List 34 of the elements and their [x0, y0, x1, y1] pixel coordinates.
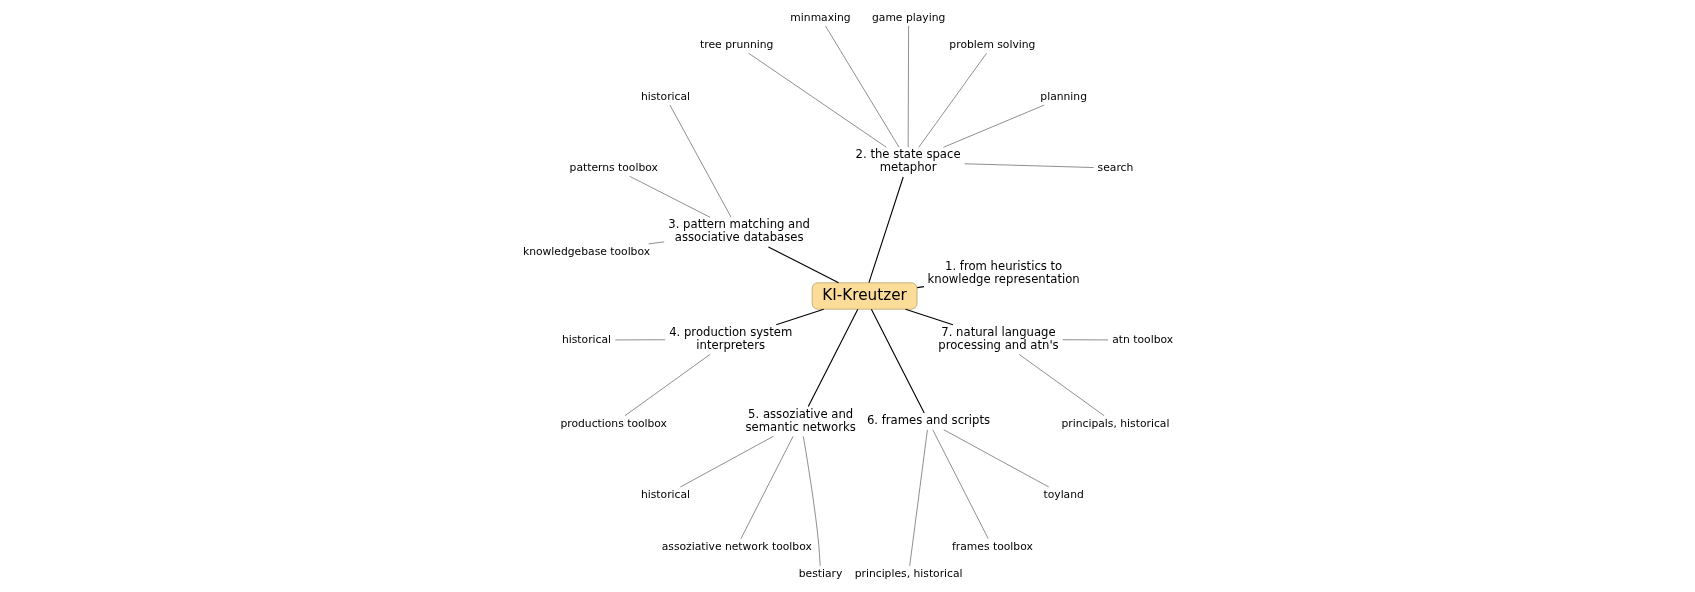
node-text: assoziative network toolbox — [661, 539, 812, 553]
connector — [767, 246, 839, 284]
node-text: game playing — [871, 10, 945, 24]
node-text: tree prunning — [699, 37, 773, 51]
node-text: 7. natural language processing and atn's — [937, 324, 1059, 352]
connector — [870, 308, 925, 414]
connector — [916, 286, 925, 289]
node-text: 6. frames and scripts — [866, 413, 990, 428]
node-text: principles, historical — [854, 566, 963, 580]
node-text: minmaxing — [789, 10, 851, 24]
node-text: planning — [1039, 89, 1087, 103]
node-text: 5. assoziative and semantic networks — [745, 406, 856, 434]
node-text: bestiary — [798, 566, 842, 580]
node-text: knowledgebase toolbox — [522, 244, 650, 258]
node-box: KI-Kreutzer — [811, 282, 917, 310]
node-text: frames toolbox — [951, 539, 1033, 553]
connector — [867, 176, 904, 284]
node-text: toyland — [1042, 487, 1084, 501]
node-text: search — [1097, 160, 1133, 174]
node-text: historical — [561, 332, 611, 346]
connector — [904, 308, 953, 326]
node-text: historical — [640, 89, 690, 103]
connector — [807, 308, 858, 408]
connector — [775, 308, 824, 326]
node-text: productions toolbox — [559, 416, 667, 430]
node-text: atn toolbox — [1111, 332, 1173, 346]
node-text: patterns toolbox — [569, 160, 658, 174]
node-text: 2. the state space metaphor — [855, 147, 961, 175]
node-text: 3. pattern matching and associative databases — [667, 217, 810, 245]
node-text: historical — [640, 487, 690, 501]
node-text: 4. production system interpreters — [668, 324, 792, 352]
node-text: principals, historical — [1061, 416, 1169, 430]
node-text: problem solving — [948, 37, 1035, 51]
node-text: 1. from heuristics to knowledge representation — [927, 259, 1080, 287]
